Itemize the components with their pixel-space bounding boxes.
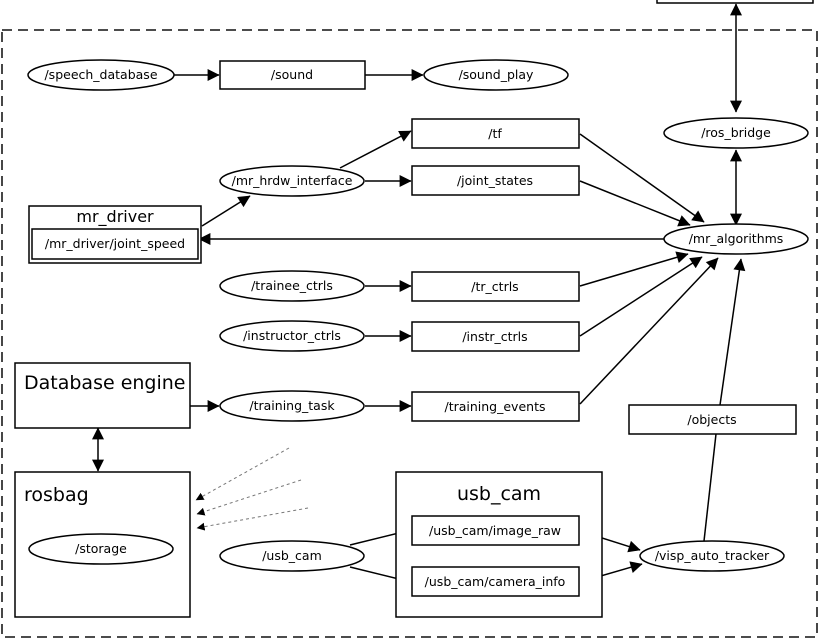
node-training-task[interactable]: /training_task — [219, 390, 365, 422]
node-instructor-ctrls-label: /instructor_ctrls — [243, 328, 341, 343]
node-storage-label: /storage — [75, 541, 127, 556]
cluster-rosbag-label: rosbag — [24, 484, 89, 506]
edge-visp-objects — [703, 433, 717, 542]
topic-tr-ctrls-label: /tr_ctrls — [471, 279, 518, 294]
node-ros-bridge-label: /ros_bridge — [701, 125, 771, 140]
cluster-usb-cam-label: usb_cam — [457, 483, 541, 505]
edge-trctrls-mralgorithms — [579, 251, 689, 287]
node-mr-algorithms-label: /mr_algorithms — [689, 231, 784, 246]
edge-dashed-rosbag-1 — [195, 447, 290, 501]
node-storage[interactable]: /storage — [28, 533, 174, 565]
node-instructor-ctrls[interactable]: /instructor_ctrls — [219, 320, 365, 352]
node-trainee-ctrls[interactable]: /trainee_ctrls — [219, 270, 365, 302]
topic-tf-label: /tf — [488, 126, 502, 141]
topic-joint-states[interactable]: /joint_states — [411, 165, 580, 196]
topic-camera-info[interactable]: /usb_cam/camera_info — [411, 566, 580, 597]
edges — [92, 3, 746, 586]
topic-joint-speed-box[interactable] — [31, 228, 199, 260]
cluster-mr-driver-label: mr_driver — [76, 207, 154, 227]
node-mr-algorithms[interactable]: /mr_algorithms — [663, 223, 809, 255]
node-ros-bridge[interactable]: /ros_bridge — [663, 117, 809, 149]
edge-dashed-rosbag-2 — [196, 479, 302, 516]
node-usb-cam-label: /usb_cam — [262, 548, 322, 563]
cluster-mr-driver: mr_driver /mr_driver/joint_speed — [28, 205, 202, 264]
topic-image-raw[interactable]: /usb_cam/image_raw — [411, 515, 580, 546]
node-speech-database[interactable]: /speech_database — [27, 59, 175, 91]
topic-objects[interactable]: /objects — [628, 404, 797, 435]
topic-objects-label: /objects — [687, 412, 736, 427]
topic-instr-ctrls-label: /instr_ctrls — [462, 329, 527, 344]
topic-instr-ctrls[interactable]: /instr_ctrls — [411, 321, 580, 352]
topic-joint-speed-label: /mr_driver/joint_speed — [45, 236, 185, 251]
node-usb-cam[interactable]: /usb_cam — [219, 540, 365, 572]
external-box — [656, 0, 814, 4]
edge-dashed-rosbag-3 — [196, 507, 309, 531]
node-trainee-ctrls-label: /trainee_ctrls — [251, 278, 333, 293]
topic-sound-label: /sound — [271, 67, 313, 82]
node-sound-play-label: /sound_play — [459, 67, 534, 82]
outer-dashed-group — [1, 29, 818, 638]
node-training-task-label: /training_task — [249, 398, 335, 413]
cluster-database-engine[interactable]: Database engine — [14, 362, 191, 429]
topic-sound[interactable]: /sound — [219, 60, 366, 90]
cluster-database-engine-label: Database engine — [24, 372, 186, 394]
node-mr-hrdw-interface[interactable]: /mr_hrdw_interface — [219, 165, 365, 197]
edge-objects-mralgorithms — [719, 258, 746, 406]
node-visp-auto-tracker[interactable]: /visp_auto_tracker — [639, 540, 785, 572]
topic-camera-info-label: /usb_cam/camera_info — [425, 574, 566, 589]
node-sound-play[interactable]: /sound_play — [423, 59, 569, 91]
topic-joint-states-label: /joint_states — [457, 173, 533, 188]
edge-trainingevents-mralgorithms — [579, 257, 719, 405]
node-visp-auto-tracker-label: /visp_auto_tracker — [655, 548, 770, 563]
edge-tf-mralgorithms — [579, 133, 705, 223]
node-speech-database-label: /speech_database — [44, 67, 157, 82]
topic-training-events-label: /training_events — [444, 399, 545, 414]
topic-image-raw-label: /usb_cam/image_raw — [429, 523, 561, 538]
edge-jointstates-mralgorithms — [579, 180, 691, 227]
topic-tf[interactable]: /tf — [411, 118, 580, 149]
topic-tr-ctrls[interactable]: /tr_ctrls — [411, 271, 580, 302]
edge-instrctrls-mralgorithms — [579, 256, 703, 337]
edge-hrdw-tf — [339, 130, 412, 169]
topic-training-events[interactable]: /training_events — [411, 391, 580, 422]
node-mr-hrdw-interface-label: /mr_hrdw_interface — [232, 173, 353, 188]
edge-mrdriver-hrdw — [201, 195, 251, 227]
